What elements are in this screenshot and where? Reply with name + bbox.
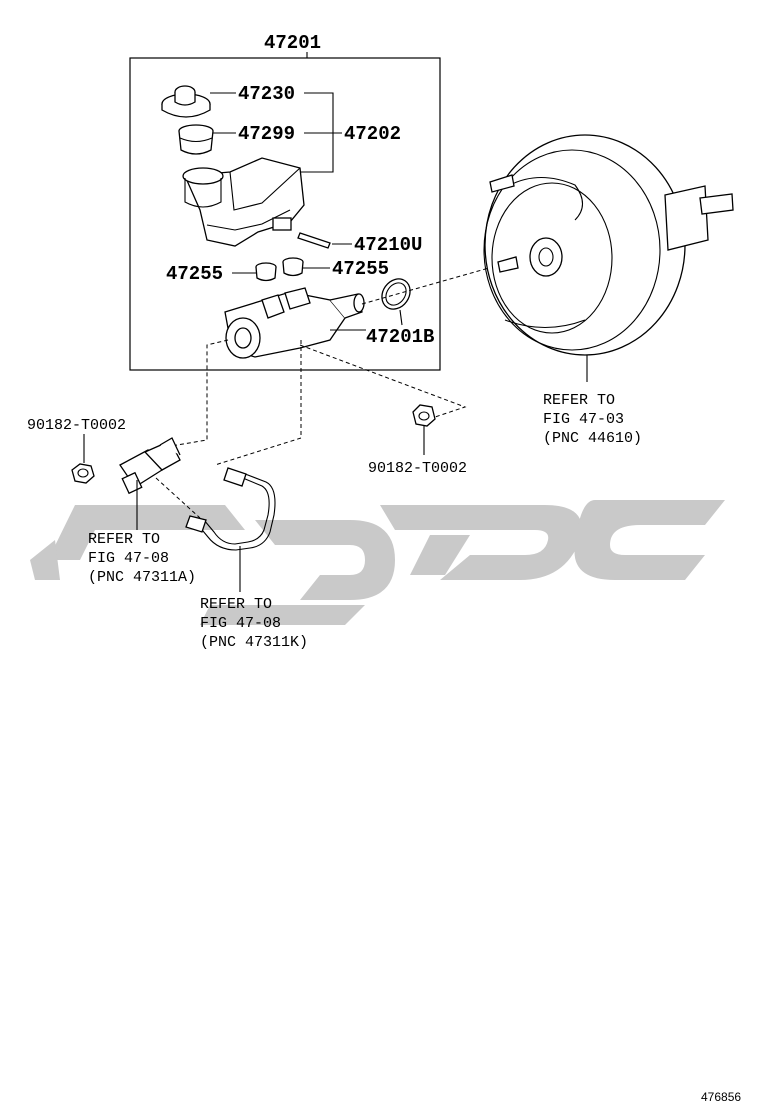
svg-text:REFER TO: REFER TO [88, 531, 160, 548]
nut-right-part[interactable] [412, 404, 436, 427]
svg-text:(PNC 47311A): (PNC 47311A) [88, 569, 196, 586]
grommet-right-part[interactable] [282, 257, 304, 277]
callout-47299: 47299 [238, 123, 295, 145]
svg-text:FIG 47-08: FIG 47-08 [88, 550, 169, 567]
svg-text:FIG 47-03: FIG 47-03 [543, 411, 624, 428]
callout-90182-right: 90182-T0002 [368, 460, 467, 477]
grommet-left-part[interactable] [255, 262, 277, 282]
svg-text:REFER TO: REFER TO [543, 392, 615, 409]
nut-left-part[interactable] [71, 463, 95, 484]
callout-47201: 47201 [264, 32, 321, 54]
callout-47210u: 47210U [354, 234, 422, 256]
callout-90182-left: 90182-T0002 [27, 417, 126, 434]
callout-47202: 47202 [344, 123, 401, 145]
callout-47230: 47230 [238, 83, 295, 105]
master-cylinder-part[interactable] [224, 287, 365, 359]
brake-booster-part[interactable] [483, 134, 734, 356]
brake-tube-part[interactable] [185, 467, 276, 551]
diagram-id: 476856 [701, 1090, 741, 1104]
reservoir-tank-part[interactable] [182, 157, 305, 247]
svg-text:REFER TO: REFER TO [200, 596, 272, 613]
callout-47255-left: 47255 [166, 263, 223, 285]
svg-text:(PNC 44610): (PNC 44610) [543, 430, 642, 447]
callout-47201b: 47201B [366, 326, 434, 348]
svg-text:FIG 47-08: FIG 47-08 [200, 615, 281, 632]
bracket-part[interactable] [119, 437, 181, 495]
assembly-frame [129, 57, 441, 371]
booster-reference-note: REFER TO FIG 47-03 (PNC 44610) [543, 392, 642, 447]
tube-reference-note: REFER TO FIG 47-08 (PNC 47311K) [200, 596, 308, 651]
svg-text:(PNC 47311K): (PNC 47311K) [200, 634, 308, 651]
bracket-reference-note: REFER TO FIG 47-08 (PNC 47311A) [88, 531, 196, 586]
callout-47255-right: 47255 [332, 258, 389, 280]
reservoir-cap-part[interactable] [161, 85, 211, 118]
reservoir-pin-part[interactable] [297, 232, 331, 249]
reservoir-strainer-part[interactable] [178, 124, 214, 155]
